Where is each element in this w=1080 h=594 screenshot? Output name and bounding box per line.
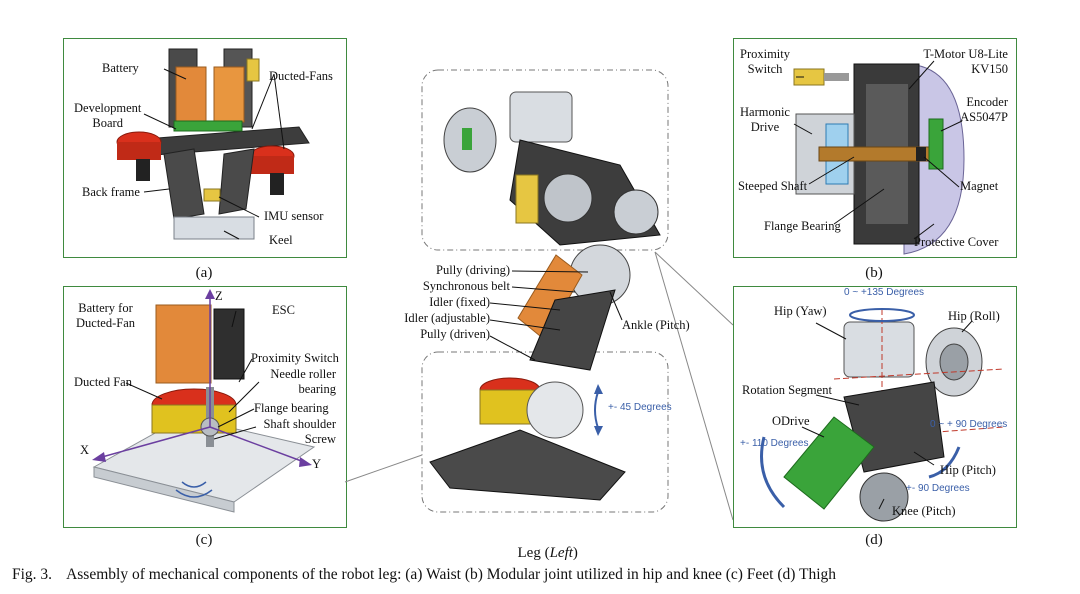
feet-illustration [92,289,316,513]
label-idler-fixed: Idler (fixed) [429,295,490,309]
panel-modular-joint: Proximity Switch T-Motor U8-Lite KV150 H… [733,38,1017,258]
label-odrive: ODrive [772,414,810,428]
figure-number: Fig. 3. [12,566,53,583]
steeped-shaft [818,146,930,162]
odrive-board [783,416,875,510]
hip-roll-module [443,107,497,173]
ducted-fan-body [151,404,237,434]
thigh-frame [509,139,661,246]
hip-pitch-module [543,173,593,223]
battery-terminal [246,58,260,82]
shank-frame [529,289,616,371]
caption-d: (d) [865,532,883,548]
label-hip-pitch: Hip (Pitch) [940,463,996,477]
battery-block [175,66,207,123]
label-magnet: Magnet [960,179,999,193]
label-knee-range: +- 110 Degrees [740,438,809,449]
fan-motor [136,159,150,181]
waist-illustration [116,48,310,240]
hip-yaw-module [843,321,915,378]
label-imu-sensor: IMU sensor [264,209,324,223]
label-yaw-range: 0 ~ +135 Degrees [844,287,925,298]
caption-a: (a) [195,265,213,281]
thigh-illustration [760,308,1005,522]
label-ducted-fan: Ducted Fan [74,375,132,389]
label-rotation-segment: Rotation Segment [742,383,832,397]
label-encoder: Encoder AS5047P [960,95,1008,124]
label-back-frame: Back frame [82,185,140,199]
foot-frame [429,429,626,501]
label-protective-cover: Protective Cover [914,235,999,249]
joint-illustration [793,60,965,255]
panel-waist: Battery Ducted-Fans Development Board Ba… [63,38,347,258]
back-frame [218,148,255,215]
label-y-axis: Y [312,457,322,471]
label-hip-yaw: Hip (Yaw) [774,304,827,318]
label-knee-pitch: Knee (Pitch) [892,504,956,518]
esc-module [213,308,245,380]
label-z-axis: Z [215,289,223,303]
label-pitch-range: +- 90 Degrees [906,483,970,494]
label-ducted-fans: Ducted-Fans [269,69,333,83]
battery-block [213,66,245,123]
label-synchronous-belt: Synchronous belt [422,279,510,293]
shank-battery [517,254,583,341]
foot-ducted-fan [479,377,541,403]
label-proximity-switch: Proximity Switch [740,47,791,76]
pully-driving [569,244,631,306]
ducted-fan-body [117,142,161,160]
label-battery-for-fan: Battery for Ducted-Fan [76,301,136,330]
label-flange-bearing: Flange Bearing [764,219,841,233]
label-battery: Battery [102,61,139,75]
caption-c: (c) [195,532,213,548]
caption-leg: Leg (Left) [517,545,578,561]
encoder-green [462,128,472,150]
fan-motor [270,173,284,195]
pully-driven [526,381,584,439]
panel-thigh: 0 ~ +135 Degrees Hip (Yaw) Hip (Roll) Ro… [733,286,1017,528]
hip-yaw-module [509,91,573,143]
figure-caption-text: Assembly of mechanical components of the… [66,566,837,583]
back-frame [163,148,205,220]
caption-b: (b) [865,265,883,281]
ducted-fan-body [250,156,294,174]
label-proximity-switch: Proximity Switch [251,351,339,365]
fan-battery [155,304,212,384]
magnet [916,147,926,161]
proximity-bracket [824,73,849,81]
label-hip-roll: Hip (Roll) [948,309,1000,323]
label-keel: Keel [269,233,293,247]
figure-caption: Fig. 3. Assembly of mechanical components… [12,566,836,584]
label-idler-adjustable: Idler (adjustable) [404,311,490,325]
label-pully-driven: Pully (driven) [420,327,490,341]
development-board [173,120,243,132]
leg-battery [515,174,539,224]
label-roll-range: 0 ~ + 90 Degrees [930,419,1008,430]
knee-module [613,189,659,235]
label-x-axis: X [80,443,90,457]
imu-sensor [203,188,221,202]
label-esc: ESC [272,303,295,317]
label-ankle-range: +- 45 Degrees [608,402,672,413]
label-needle-roller: Needle roller bearing [270,367,336,396]
label-flange-bearing: Flange bearing [254,401,329,415]
panel-feet: Z Battery for Ducted-Fan ESC Proximity S… [63,286,347,528]
keel [173,216,255,240]
label-shaft-shoulder: Shaft shoulder Screw [263,417,336,446]
label-t-motor: T-Motor U8-Lite KV150 [923,47,1008,76]
foot-base-side [93,466,235,513]
foot-fan-body [479,389,541,425]
knee-module [859,472,909,522]
encoder-board [928,118,944,170]
label-pully-driving: Pully (driving) [436,263,510,277]
label-development-board: Development Board [74,101,142,130]
label-ankle-pitch: Ankle (Pitch) [622,318,690,332]
label-harmonic-drive: Harmonic Drive [740,105,790,134]
label-steeped-shaft: Steeped Shaft [738,179,808,193]
